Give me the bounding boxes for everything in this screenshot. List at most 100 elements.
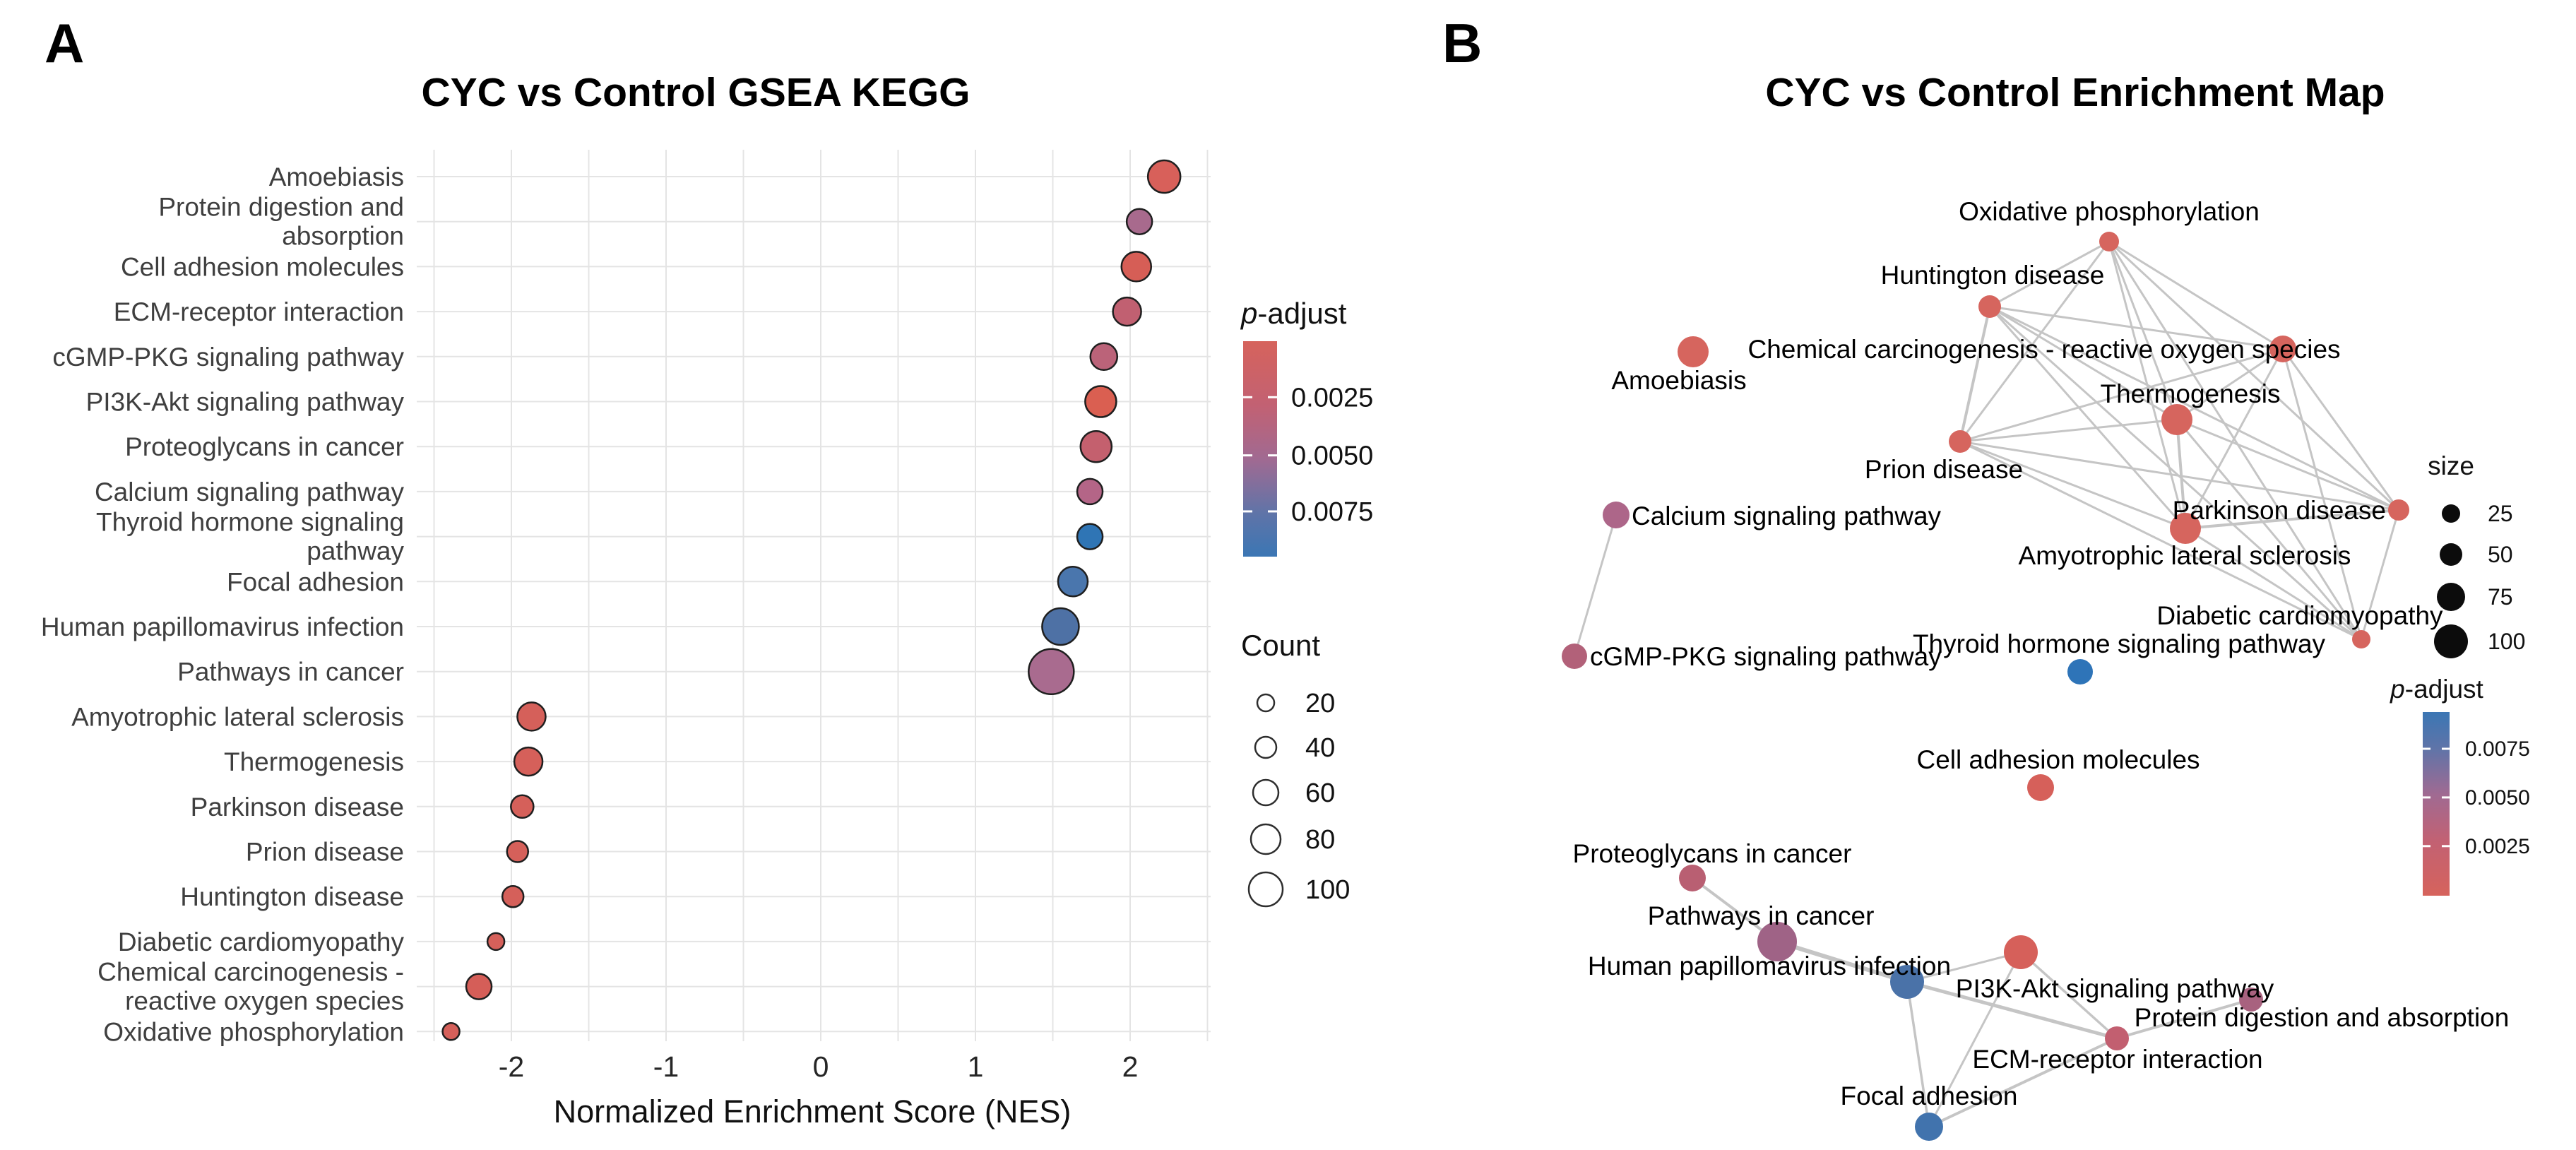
category-label-line: Huntington disease xyxy=(180,882,404,911)
size-legend-circle xyxy=(2442,504,2460,523)
network-edge xyxy=(1988,240,2111,308)
x-tick-label: -1 xyxy=(653,1050,679,1083)
network-edge xyxy=(2108,240,2178,421)
nes-dot xyxy=(1057,566,1089,598)
node-label-parkinson: Parkinson disease xyxy=(2173,496,2386,525)
network-node-chemcarc xyxy=(2269,336,2296,362)
network-edge xyxy=(2108,240,2363,641)
nes-dot xyxy=(510,794,535,819)
network-edge xyxy=(2176,418,2400,511)
network-edge xyxy=(2281,348,2363,641)
x-tick-label: 2 xyxy=(1122,1050,1139,1083)
category-label-line: PI3K-Akt signaling pathway xyxy=(86,388,405,417)
node-label-oxphos: Oxidative phosphorylation xyxy=(1959,197,2260,226)
nes-dot xyxy=(1120,251,1153,283)
panel-b-letter: B xyxy=(1442,12,1482,74)
x-tick-label: -2 xyxy=(499,1050,524,1083)
network-edge xyxy=(1928,1037,2118,1128)
category-label: Thermogenesis xyxy=(224,747,404,776)
nes-dot xyxy=(513,746,544,777)
network-edge xyxy=(2108,240,2400,511)
network-node-pi3k xyxy=(2004,935,2038,969)
node-label-diabetic: Diabetic cardiomyopathy xyxy=(2156,601,2443,630)
colorbar-tick-label-b: 0.0050 xyxy=(2465,786,2530,810)
network-edge xyxy=(2184,509,2400,530)
network-node-cams xyxy=(2027,774,2054,801)
nes-dot xyxy=(1079,429,1113,463)
category-label-line: Protein digestion and xyxy=(158,193,404,222)
category-label: Amyotrophic lateral sclerosis xyxy=(71,702,404,731)
size-legend-circle xyxy=(2440,543,2462,566)
network-edge xyxy=(2184,348,2284,530)
size-legend-title: size xyxy=(2428,451,2474,480)
network-edge xyxy=(2176,418,2187,530)
category-label-line: Amoebiasis xyxy=(269,162,404,191)
category-label-line: Prion disease xyxy=(246,838,404,867)
network-edge xyxy=(1906,980,1930,1128)
network-node-calcium xyxy=(1603,502,1630,528)
category-label-line: Amyotrophic lateral sclerosis xyxy=(71,702,404,731)
network-edge xyxy=(2019,951,2118,1040)
node-label-calcium: Calcium signaling pathway xyxy=(1632,502,1942,530)
category-label-line: reactive oxygen species xyxy=(125,987,404,1016)
network-edge xyxy=(1959,305,1991,443)
network-edge xyxy=(1775,939,1909,984)
size-legend-circle xyxy=(2434,624,2468,658)
network-edge xyxy=(1988,305,2284,350)
network-node-diabetic xyxy=(2352,630,2370,648)
network-node-oxphos xyxy=(2099,232,2119,251)
category-label: Pathways in cancer xyxy=(177,658,404,687)
count-legend-label: 40 xyxy=(1305,733,1335,763)
node-label-protdig: Protein digestion and absorption xyxy=(2135,1003,2510,1032)
category-label-line: pathway xyxy=(307,537,404,566)
network-node-protdig xyxy=(2239,988,2263,1012)
padjust-title-p: p xyxy=(1240,297,1257,330)
category-label: Oxidative phosphorylation xyxy=(103,1017,404,1046)
nes-dot xyxy=(516,701,547,732)
network-edge xyxy=(1959,440,2400,511)
category-label: Amoebiasis xyxy=(269,162,404,191)
network-node-parkinson xyxy=(2388,499,2409,521)
network-edge xyxy=(1959,240,2111,443)
network-edge xyxy=(2108,240,2284,350)
category-label: Cell adhesion molecules xyxy=(121,252,404,281)
category-label: ECM-receptor interaction xyxy=(114,297,404,326)
nes-dot xyxy=(501,884,525,908)
category-label-line: Parkinson disease xyxy=(191,793,404,822)
category-label-line: Chemical carcinogenesis - xyxy=(97,958,404,987)
network-edge xyxy=(1959,440,2187,530)
network-edge xyxy=(1905,980,2119,1041)
network-node-huntington xyxy=(1978,295,2001,318)
network-node-hpv xyxy=(1890,965,1924,999)
count-legend-circle xyxy=(1247,871,1284,908)
colorbar-tick-label: 0.0025 xyxy=(1291,383,1373,413)
padjust-colorbar-b xyxy=(2423,712,2450,896)
count-legend-label: 80 xyxy=(1305,825,1335,855)
padjust-title-rest: -adjust xyxy=(1257,297,1346,330)
node-label-als: Amyotrophic lateral sclerosis xyxy=(2019,541,2351,570)
network-edge xyxy=(2176,418,2363,641)
network-node-proteoglycans xyxy=(1679,865,1706,891)
network-node-amoebiasis xyxy=(1678,336,1709,367)
node-label-cgmp: cGMP-PKG signaling pathway xyxy=(1590,642,1942,671)
node-label-amoebiasis: Amoebiasis xyxy=(1611,366,1746,395)
colorbar-tick-label-b: 0.0025 xyxy=(2465,835,2530,858)
category-label: Chemical carcinogenesis -reactive oxygen… xyxy=(97,958,404,1016)
nes-dot xyxy=(1076,523,1104,550)
network-edge xyxy=(1988,305,2187,530)
network-edge xyxy=(2360,509,2400,641)
network-edge xyxy=(1988,305,2363,641)
category-label-line: Pathways in cancer xyxy=(177,658,404,687)
nes-dot xyxy=(1076,478,1104,506)
node-label-ecm: ECM-receptor interaction xyxy=(1972,1045,2262,1074)
network-node-prion xyxy=(1949,430,1971,453)
size-legend-label: 75 xyxy=(2488,584,2513,610)
nes-dot xyxy=(1125,208,1153,235)
count-legend-circle xyxy=(1252,778,1280,807)
padjust-legend-title-a: p-adjust xyxy=(1240,297,1347,330)
network-edge xyxy=(1959,348,2284,443)
